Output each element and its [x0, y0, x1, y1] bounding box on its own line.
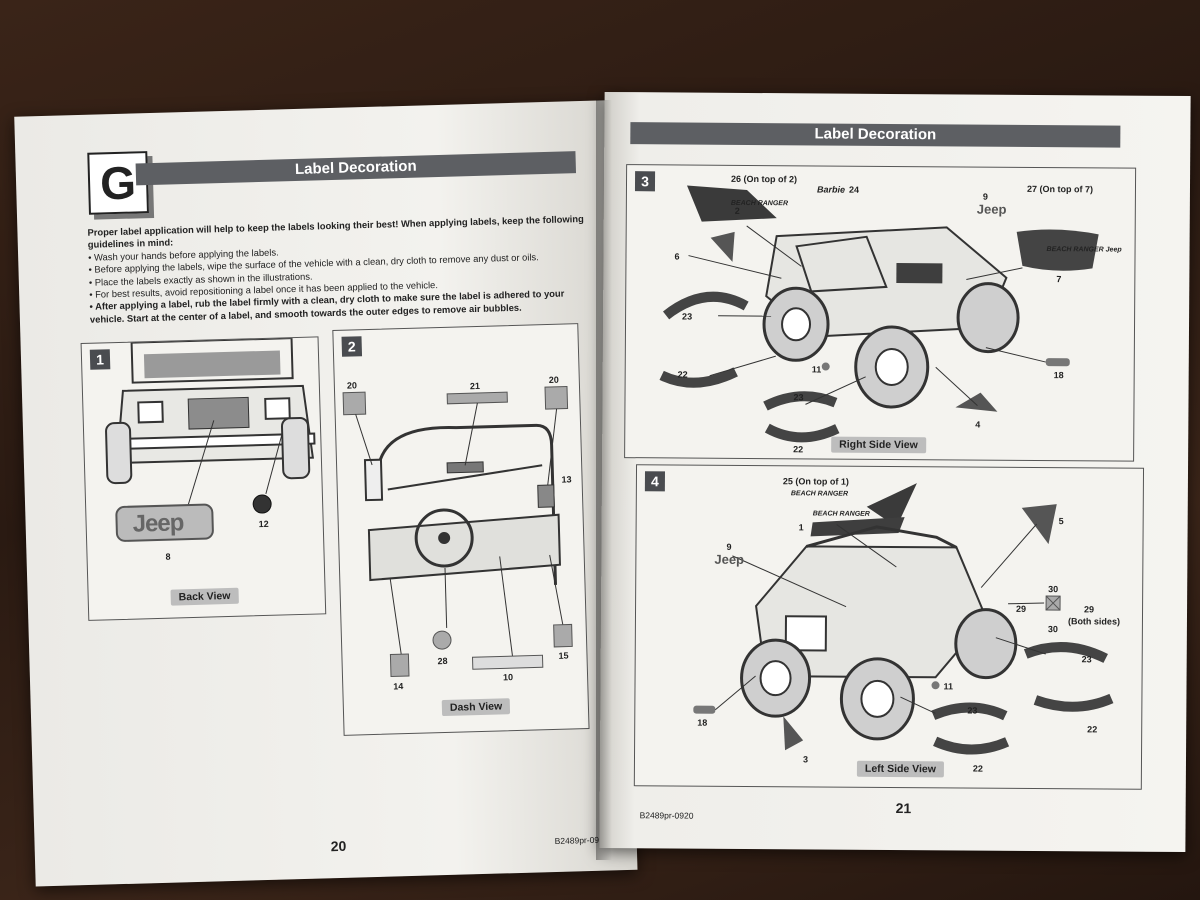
callout-label: 4	[975, 419, 981, 430]
callout-label: 29	[1084, 604, 1095, 615]
callout-label: 7	[1056, 274, 1062, 285]
view-label: Dash View	[441, 698, 511, 717]
callout-label: 23	[682, 311, 693, 322]
callout-label: 14	[393, 681, 404, 692]
callout-label: 28	[437, 655, 448, 667]
callout-label: 10	[502, 672, 514, 683]
callout-label: 3	[802, 754, 809, 765]
view-label: Right Side View	[831, 436, 926, 454]
right-page-title: Label Decoration	[630, 122, 1121, 148]
callout-label: 20	[346, 380, 358, 391]
callout-label: 8	[165, 551, 171, 562]
callout-label: 21	[469, 380, 481, 392]
decal-text: BEACH RANGER	[812, 510, 870, 518]
right-page: Label Decoration 3	[599, 91, 1191, 853]
callout-label: 15	[558, 650, 569, 661]
decal-text: BEACH RANGER Jeep	[1046, 246, 1122, 254]
callout-label: 18	[697, 717, 708, 728]
view-label: Left Side View	[856, 760, 944, 778]
callout-label: 12	[258, 518, 269, 530]
callout-label: 25 (On top of 1)	[782, 476, 849, 487]
callout-label: 26 (On top of 2)	[731, 173, 798, 185]
jeep-logo-decal: Jeep	[132, 509, 184, 538]
decal-text: Barbie	[816, 184, 846, 195]
callout-label: 30	[1048, 584, 1059, 595]
callout-label: 22	[1087, 724, 1098, 735]
page-number: 21	[895, 800, 912, 817]
panel-back-view: 1 Jeep 8 12 Back View	[80, 336, 327, 621]
decal-text: Jeep	[976, 201, 1007, 217]
callout-label: 11	[943, 681, 954, 692]
callout-label: 22	[677, 369, 688, 380]
document-code: B2489pr-0920	[639, 810, 694, 821]
left-page-title: Label Decoration	[135, 151, 577, 186]
left-page: G Label Decoration Proper label applicat…	[14, 100, 638, 887]
callout-label: 2	[734, 205, 740, 216]
view-label: Back View	[170, 587, 239, 606]
callout-label: 11	[811, 364, 822, 375]
callout-label: 13	[561, 474, 572, 485]
dash-illustration	[342, 385, 573, 678]
panel-left-side-view: 4	[633, 464, 1145, 790]
jeep-right-side-illustration	[659, 185, 1099, 443]
callout-label: 22	[793, 444, 804, 455]
callout-label: 23	[793, 392, 804, 403]
panel-dash-view: 2 20 21 20 13 28	[332, 323, 590, 736]
panel-right-side-view: 3 26	[624, 164, 1137, 462]
callout-label: 9	[726, 541, 732, 552]
callout-label: 9	[982, 191, 988, 202]
decal-text: BEACH RANGER	[790, 490, 849, 498]
instructions: Proper label application will help to ke…	[87, 213, 590, 326]
page-number: 20	[330, 837, 347, 855]
callout-label: 6	[674, 251, 680, 262]
callout-label: 23	[967, 705, 978, 716]
callout-label: 1	[798, 522, 804, 533]
jeep-left-side-illustration	[693, 483, 1114, 755]
callout-label: 27 (On top of 7)	[1026, 183, 1094, 195]
callout-label: 30	[1047, 624, 1058, 635]
callout-label: 24	[848, 184, 860, 195]
callout-label: 20	[548, 374, 559, 385]
callout-label: (Both sides)	[1067, 616, 1121, 627]
callout-label: 23	[1081, 654, 1092, 665]
jeep-back-illustration	[105, 337, 316, 542]
callout-label: 29	[1016, 603, 1027, 614]
book-spine	[596, 100, 612, 860]
callout-label: 18	[1053, 370, 1064, 381]
callout-label: 5	[1058, 516, 1064, 527]
callout-label: 22	[972, 763, 983, 774]
decal-text: Jeep	[714, 551, 745, 567]
